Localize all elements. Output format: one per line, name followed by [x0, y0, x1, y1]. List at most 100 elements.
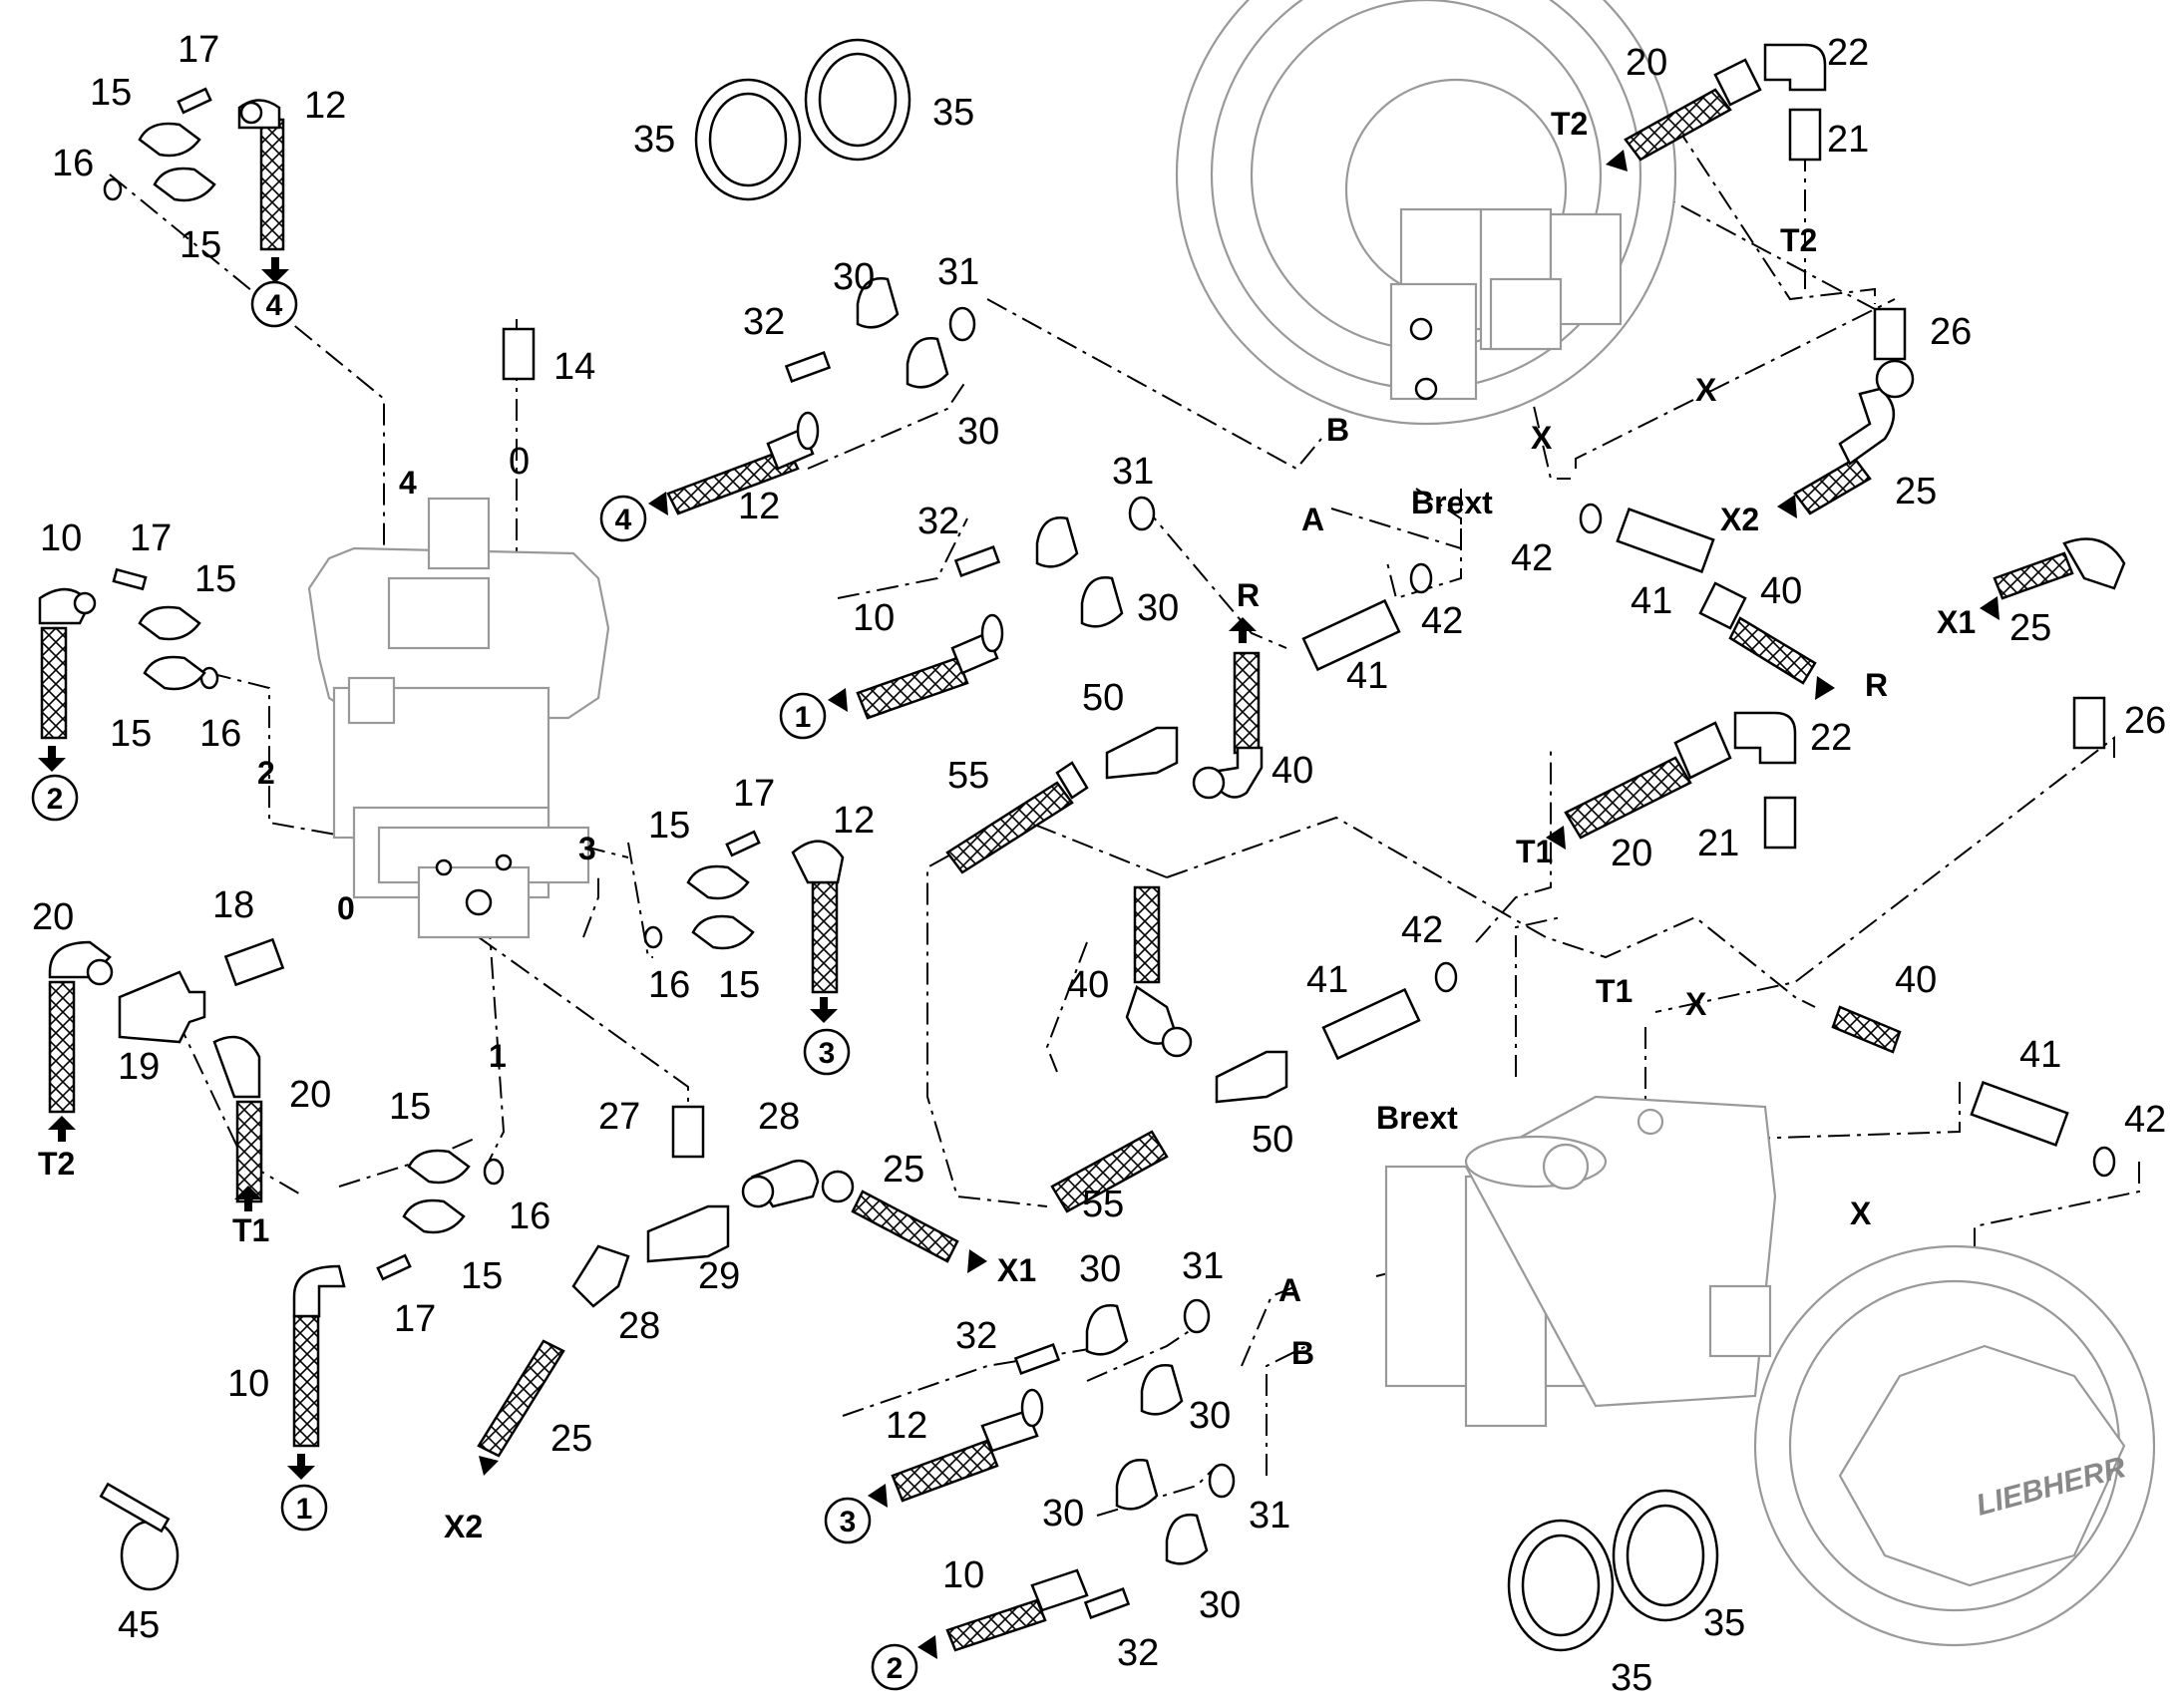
label-30: 30 — [1199, 1584, 1241, 1626]
port-t2-left: T2 — [38, 1146, 75, 1182]
hose-25-lower-x1 — [851, 1190, 959, 1263]
label-18: 18 — [212, 884, 254, 926]
label-2: 2 — [257, 755, 275, 791]
label-30: 30 — [833, 256, 875, 298]
label-31: 31 — [1112, 451, 1154, 493]
label-10: 10 — [227, 1363, 269, 1405]
label-30: 30 — [1189, 1395, 1231, 1437]
final-drive-top — [1175, 0, 1677, 426]
hose-25-x2 — [477, 1339, 565, 1458]
label-55: 55 — [947, 755, 989, 797]
label-16: 16 — [509, 1196, 550, 1237]
union-21-mid — [1763, 796, 1797, 850]
hose-assemblies — [38, 58, 2126, 1652]
hose-10-lower — [945, 1598, 1047, 1652]
hose-12-upper-mid — [666, 447, 800, 515]
circle-ref-2-bottom — [871, 1643, 918, 1691]
label-12: 12 — [886, 1405, 927, 1447]
label-10: 10 — [853, 597, 895, 639]
port-x-lower: X — [1685, 986, 1707, 1022]
label-35: 35 — [633, 119, 675, 161]
hose-40-center — [1233, 651, 1261, 755]
label-20: 20 — [1611, 833, 1652, 874]
label-0: 0 — [337, 890, 355, 926]
union-27 — [671, 1105, 705, 1159]
port-t2-mid: T2 — [1780, 222, 1817, 258]
label-28: 28 — [758, 1096, 800, 1138]
label-25: 25 — [550, 1418, 592, 1460]
port-b-top: B — [1326, 412, 1349, 448]
hose-25-right — [1793, 457, 1872, 515]
label-15: 15 — [461, 1255, 503, 1297]
label-41: 41 — [1631, 580, 1672, 622]
label-15: 15 — [194, 558, 236, 600]
final-drive-bottom: LIEBHERR — [1384, 1095, 2156, 1647]
label-21: 21 — [1827, 119, 1869, 161]
svg-text:3: 3 — [840, 1506, 857, 1538]
union-26-top — [1873, 307, 1907, 361]
label-32: 32 — [917, 501, 959, 542]
port-x-mid: X — [1695, 372, 1717, 408]
hose-20-t1-right — [1564, 756, 1692, 840]
port-brext-lower: Brext — [1376, 1100, 1458, 1136]
label-17: 17 — [130, 517, 172, 559]
label-16: 16 — [52, 143, 94, 184]
valve-41-center — [1301, 598, 1401, 672]
label-42: 42 — [1421, 600, 1463, 642]
hose-10-mid — [856, 656, 969, 720]
label-20: 20 — [32, 896, 74, 938]
svg-text:1: 1 — [296, 1493, 313, 1526]
elbow-22-mid — [1733, 711, 1797, 765]
connection-lines — [109, 124, 2140, 1517]
circle-ref-4-mid — [599, 495, 647, 542]
label-32: 32 — [955, 1315, 997, 1357]
port-labels: B A Brext X X T2 T2 X2 R R X1 T1 T1 X Br… — [38, 106, 1976, 1544]
label-40: 40 — [1067, 964, 1109, 1006]
label-22: 22 — [1810, 717, 1852, 759]
label-30: 30 — [1079, 1248, 1121, 1290]
label-16: 16 — [199, 713, 241, 755]
label-32: 32 — [1117, 1632, 1159, 1674]
label-1: 1 — [489, 1038, 507, 1074]
port-x-bottom: X — [1850, 1196, 1872, 1231]
port-t2-top: T2 — [1551, 106, 1588, 142]
port-brext-top: Brext — [1411, 485, 1493, 520]
port-b-bottom: B — [1291, 1335, 1314, 1371]
label-40: 40 — [1760, 570, 1802, 612]
label-25: 25 — [1895, 471, 1937, 512]
valve-41-lower — [1321, 987, 1421, 1061]
hose-20-top-right — [1624, 88, 1732, 162]
tee-29 — [646, 1204, 730, 1263]
svg-text:4: 4 — [266, 289, 283, 322]
label-27: 27 — [598, 1096, 640, 1138]
label-21: 21 — [1697, 823, 1739, 864]
label-15: 15 — [180, 224, 221, 266]
circle-ref-1-mid — [779, 692, 827, 740]
port-t1-mid: T1 — [1596, 973, 1633, 1009]
label-17: 17 — [178, 29, 219, 71]
hose-25-x1 — [1993, 551, 2074, 600]
label-12: 12 — [738, 486, 780, 527]
label-15: 15 — [718, 964, 760, 1006]
elbow-28-b — [571, 1244, 630, 1308]
tee-50-upper — [1105, 726, 1179, 780]
label-42: 42 — [1401, 909, 1443, 951]
hose-40-lower — [1133, 885, 1161, 984]
hose-12-upper-left — [259, 118, 285, 251]
label-31: 31 — [937, 251, 979, 293]
label-30: 30 — [1137, 587, 1179, 629]
fittings — [99, 38, 2116, 1652]
port-x2-right: X2 — [1720, 502, 1759, 537]
label-31: 31 — [1182, 1245, 1224, 1287]
hose-12-middle — [811, 880, 839, 994]
port-x1-right: X1 — [1937, 604, 1976, 640]
tee-19 — [118, 970, 206, 1044]
label-12: 12 — [304, 85, 346, 127]
label-10: 10 — [40, 517, 82, 559]
label-14: 14 — [553, 346, 595, 388]
svg-text:4: 4 — [615, 504, 632, 536]
label-29: 29 — [698, 1255, 740, 1297]
elbow-22-top — [1763, 43, 1827, 92]
svg-text:2: 2 — [47, 783, 64, 816]
